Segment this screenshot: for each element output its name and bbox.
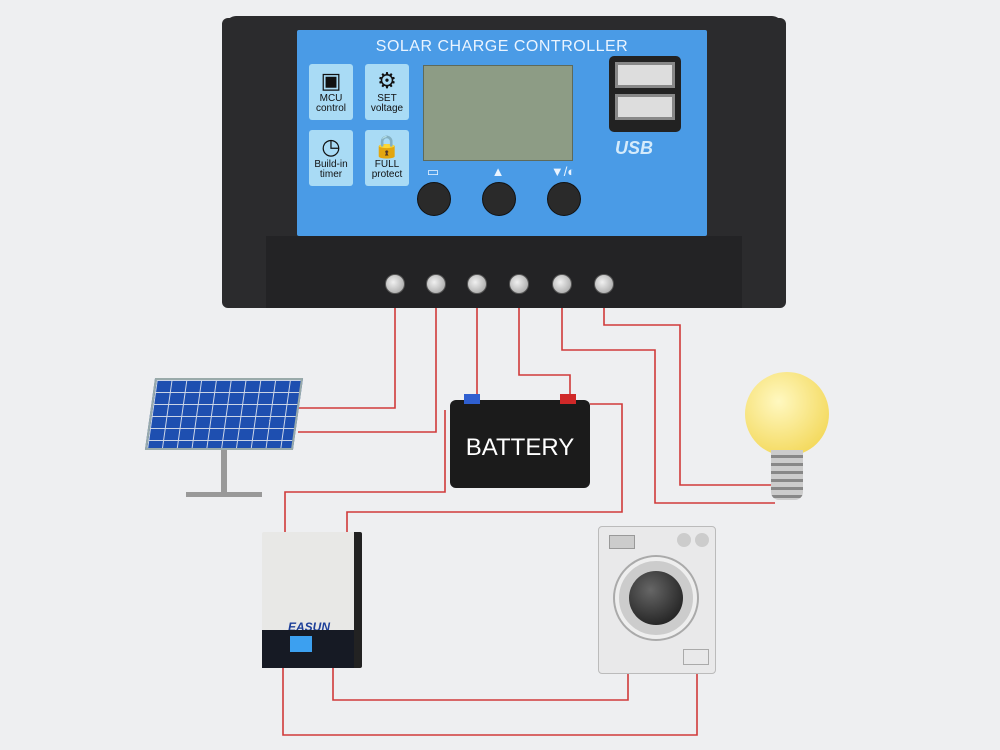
lcd-display (423, 65, 573, 161)
washer-drum (615, 557, 697, 639)
wire-battery-neg (518, 285, 571, 402)
gear-icon: ⚙ (377, 68, 397, 93)
terminal-battery-neg (509, 274, 529, 294)
terminal-solar-pos (385, 274, 405, 294)
solar-panel-stand (221, 450, 227, 494)
battery-pos-terminal (464, 394, 480, 404)
inverter-screen (290, 636, 312, 652)
solar-panel (144, 378, 304, 450)
usb-ports (609, 56, 681, 132)
battery-neg-terminal (560, 394, 576, 404)
inverter-control-panel (262, 630, 354, 668)
terminal-strip (266, 236, 742, 308)
washing-machine (598, 526, 716, 674)
wire-load-2 (603, 285, 775, 486)
menu-button[interactable] (417, 182, 451, 216)
down-light-icon: ▼/◐ (550, 164, 576, 179)
wire-load-1 (561, 285, 775, 504)
up-button[interactable] (482, 182, 516, 216)
light-bulb (745, 372, 829, 456)
wire-washer-1 (282, 668, 698, 736)
wire-inverter-1 (284, 410, 446, 532)
wire-inverter-2 (346, 403, 623, 532)
down-button[interactable] (547, 182, 581, 216)
usb-logo: USB (615, 138, 654, 158)
menu-icon: ▭ (426, 164, 440, 179)
controller-title: SOLAR CHARGE CONTROLLER (375, 38, 629, 55)
terminal-load-pos (552, 274, 572, 294)
terminal-load-neg (594, 274, 614, 294)
wire-solar-pos (298, 285, 396, 409)
wire-solar-neg (298, 285, 437, 433)
lock-icon: 🔒 (373, 134, 401, 159)
up-plus-icon: ▲ (491, 164, 505, 179)
terminal-battery-pos (467, 274, 487, 294)
terminal-solar-neg (426, 274, 446, 294)
light-bulb-base (771, 450, 803, 500)
clock-icon: ◷ (321, 134, 341, 159)
chip-icon: ▣ (320, 68, 342, 93)
battery-label: BATTERY (465, 434, 575, 461)
battery: BATTERY (450, 394, 590, 488)
wire-washer-2 (332, 668, 629, 701)
solar-panel-base (186, 492, 262, 497)
inverter: EASUN (262, 532, 362, 668)
